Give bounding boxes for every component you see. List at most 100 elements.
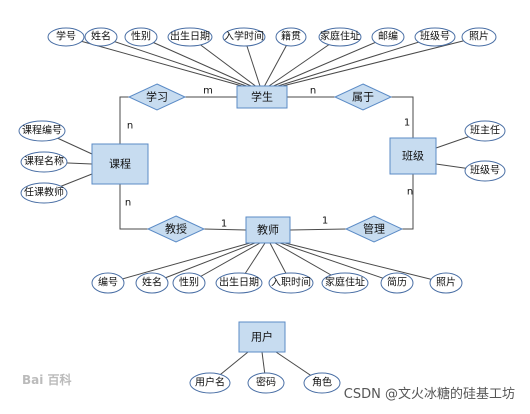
entity-box xyxy=(245,216,291,244)
cardinality-teach-teacher: 1 xyxy=(221,219,227,230)
attribute-label: 简历 xyxy=(387,276,407,289)
entity-box xyxy=(238,321,286,353)
attribute-ellipse xyxy=(275,27,307,47)
entity-student: 学生 xyxy=(236,85,288,109)
cardinality-manage-teacher: 1 xyxy=(322,216,328,227)
attribute-student: 入学时间 xyxy=(222,27,266,47)
attribute-ellipse xyxy=(318,27,362,47)
edge-manage-teacher xyxy=(289,228,347,231)
relationship-label: 教授 xyxy=(165,222,187,236)
attribute-teacher: 家庭住址 xyxy=(321,272,369,294)
attribute-link xyxy=(279,242,398,284)
attribute-student: 邮编 xyxy=(371,27,405,47)
attribute-class: 班级号 xyxy=(464,160,506,182)
attribute-link xyxy=(277,36,436,87)
attribute-label: 班主任 xyxy=(470,124,500,137)
attribute-ellipse xyxy=(18,120,66,142)
cardinality-study-student: m xyxy=(203,86,213,97)
attribute-link xyxy=(282,36,480,87)
attribute-ellipse xyxy=(172,272,206,294)
edge-manage-class xyxy=(402,174,414,230)
attribute-label: 出生日期 xyxy=(170,30,210,43)
edge-teach-course xyxy=(119,184,148,230)
attribute-ellipse xyxy=(268,272,314,294)
attribute-label: 任课教师 xyxy=(24,186,64,199)
attribute-course: 课程编号 xyxy=(18,120,66,142)
entity-box xyxy=(389,137,437,175)
attribute-student: 家庭住址 xyxy=(318,27,362,47)
edge-teach-teacher xyxy=(203,228,247,231)
relationship-diamond xyxy=(127,83,187,111)
entity-user: 用户 xyxy=(238,321,286,353)
attribute-ellipse xyxy=(47,27,85,47)
entity-box xyxy=(91,143,149,185)
attribute-ellipse xyxy=(84,27,118,47)
attribute-teacher: 姓名 xyxy=(135,272,169,294)
attribute-label: 籍贯 xyxy=(281,30,301,43)
attribute-label: 出生日期 xyxy=(219,276,259,289)
edge-belong-class xyxy=(391,96,414,138)
attribute-student: 学号 xyxy=(47,27,85,47)
attribute-ellipse xyxy=(189,372,231,394)
attribute-ellipse xyxy=(464,120,506,142)
attribute-course: 任课教师 xyxy=(20,182,68,204)
attribute-ellipse xyxy=(247,372,285,394)
attribute-label: 班级号 xyxy=(420,31,450,43)
attribute-label: 性别 xyxy=(131,30,151,43)
attribute-label: 家庭住址 xyxy=(325,276,365,289)
relationship-label: 属于 xyxy=(352,91,374,104)
attribute-label: 课程编号 xyxy=(22,124,62,137)
attribute-course: 课程名称 xyxy=(20,151,68,173)
entity-teacher: 教师 xyxy=(245,216,291,244)
attribute-label: 密码 xyxy=(256,376,276,389)
attribute-link xyxy=(273,36,389,87)
attribute-link xyxy=(284,242,447,284)
attribute-label: 家庭住址 xyxy=(320,30,360,43)
attribute-teacher: 编号 xyxy=(91,272,125,294)
entity-box xyxy=(236,85,288,109)
attribute-link xyxy=(140,36,252,87)
entity-label: 课程 xyxy=(109,158,131,171)
attribute-label: 入职时间 xyxy=(271,276,311,289)
attribute-label: 班级号 xyxy=(470,165,500,177)
entity-course: 课程 xyxy=(91,143,149,185)
attribute-ellipse xyxy=(380,272,414,294)
relationship-diamond xyxy=(333,83,393,111)
attribute-label: 性别 xyxy=(179,276,199,289)
diagram-nodes: 学生课程班级教师用户学习属于教授管理学号姓名性别出生日期入学时间籍贯家庭住址邮编… xyxy=(18,27,506,394)
entity-class: 班级 xyxy=(389,137,437,175)
attribute-ellipse xyxy=(20,151,68,173)
attribute-label: 姓名 xyxy=(91,30,111,43)
cardinality-study-course: n xyxy=(127,121,133,132)
relationship-belong: 属于 xyxy=(333,83,393,111)
edge-study-course xyxy=(119,96,129,144)
attribute-teacher: 出生日期 xyxy=(215,272,263,294)
attribute-student: 籍贯 xyxy=(275,27,307,47)
attribute-label: 课程名称 xyxy=(24,155,64,168)
cardinality-teach-course: n xyxy=(125,198,131,209)
attribute-label: 照片 xyxy=(469,30,489,43)
attribute-teacher: 入职时间 xyxy=(268,272,314,294)
attribute-ellipse xyxy=(91,272,125,294)
attribute-label: 角色 xyxy=(312,376,332,389)
attribute-student: 性别 xyxy=(124,27,158,47)
attribute-label: 学号 xyxy=(56,30,76,43)
attribute-class: 班主任 xyxy=(464,120,506,142)
attribute-ellipse xyxy=(20,182,68,204)
cardinality-belong-class: 1 xyxy=(404,118,410,129)
attribute-ellipse xyxy=(414,27,456,47)
cardinality-belong-student: n xyxy=(310,86,316,97)
relationship-label: 管理 xyxy=(363,222,385,236)
entity-label: 教师 xyxy=(257,224,279,237)
attribute-user: 角色 xyxy=(303,372,341,394)
attribute-ellipse xyxy=(461,27,497,47)
attribute-ellipse xyxy=(215,272,263,294)
attribute-label: 姓名 xyxy=(142,276,162,289)
attribute-label: 编号 xyxy=(98,276,118,289)
attribute-ellipse xyxy=(135,272,169,294)
attribute-user: 用户名 xyxy=(189,372,231,394)
attribute-ellipse xyxy=(429,272,463,294)
attribute-ellipse xyxy=(321,272,369,294)
